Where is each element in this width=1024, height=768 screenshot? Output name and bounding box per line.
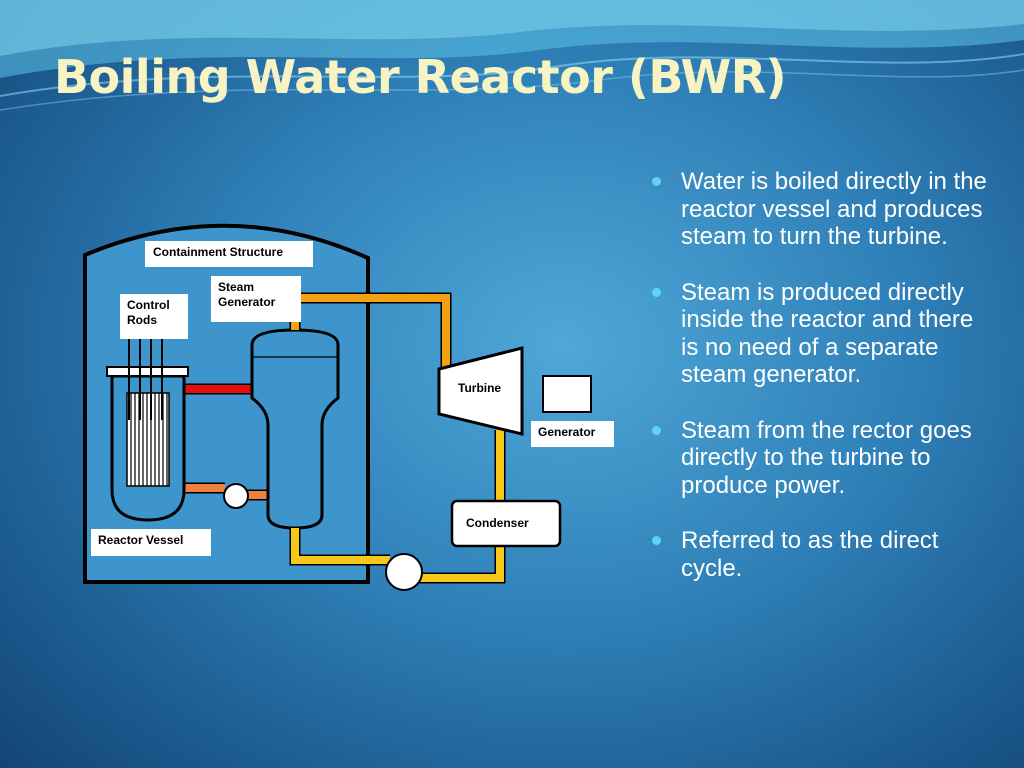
turbine <box>437 346 524 436</box>
bullet-dot-icon <box>652 425 661 435</box>
bullet-item: Referred to as the direct cycle. <box>650 527 990 582</box>
bullet-item: Steam from the rector goes directly to t… <box>650 417 990 500</box>
bullet-dot-icon <box>652 177 661 186</box>
control-rods <box>128 333 163 420</box>
label-control-rods: Control Rods <box>120 294 188 339</box>
label-containment-structure: Containment Structure <box>145 241 313 267</box>
bullet-list: Water is boiled directly in the reactor … <box>650 168 990 610</box>
reactor-vessel-head <box>106 366 189 377</box>
label-steam-generator: Steam Generator <box>211 276 301 322</box>
slide-title: Boiling Water Reactor (BWR) <box>54 50 787 104</box>
control-rods-label-line2: Rods <box>127 313 157 327</box>
steam-generator-label-line1: Steam <box>218 280 255 294</box>
bullet-dot-icon <box>652 536 661 545</box>
feedwater-pump <box>385 553 423 591</box>
label-generator: Generator <box>531 421 614 447</box>
header-wave-decoration <box>0 0 1024 111</box>
condenser <box>450 499 562 548</box>
generator-box <box>542 375 592 413</box>
bullet-dot-icon <box>652 287 661 297</box>
recirculation-pump <box>223 483 249 509</box>
bullet-item: Steam is produced directly inside the re… <box>650 279 990 389</box>
label-reactor-vessel: Reactor Vessel <box>91 529 211 556</box>
label-turbine: Turbine <box>458 381 502 395</box>
label-condenser: Condenser <box>466 516 529 530</box>
steam-generator-label-line2: Generator <box>218 295 276 309</box>
bullet-item: Water is boiled directly in the reactor … <box>650 168 990 251</box>
control-rods-label-line1: Control <box>127 298 170 312</box>
feedwater-pipe-return <box>415 546 506 584</box>
fuel-core <box>126 392 170 487</box>
